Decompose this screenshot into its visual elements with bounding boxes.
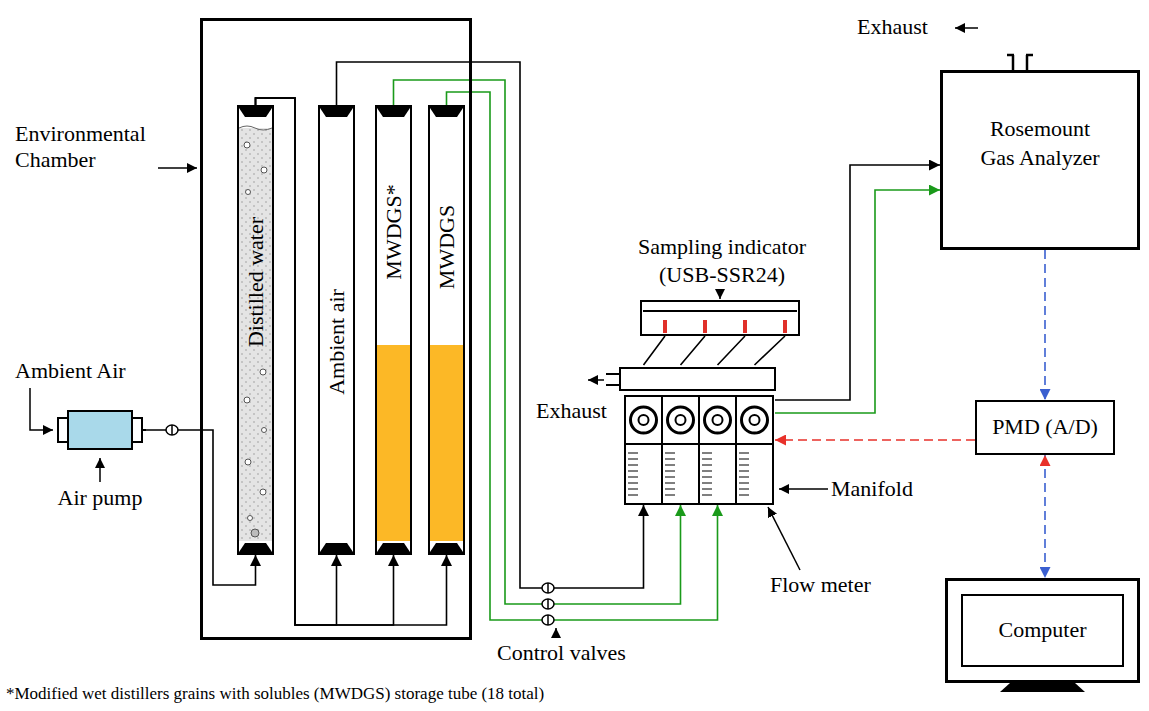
connector — [447, 92, 718, 620]
leader-arrow — [955, 27, 978, 29]
pmd-box: PMD (A/D) — [975, 400, 1115, 455]
node-text: MWDGS — [436, 205, 458, 289]
leader-arrow — [158, 167, 197, 169]
air-pump: Air pump — [55, 405, 146, 455]
valve-symbol — [542, 583, 554, 593]
node-text: Manifold — [831, 476, 913, 502]
node-text: Sampling indicator (USB-SSR24) — [607, 233, 837, 290]
leader-arrow — [30, 388, 53, 430]
connector — [1044, 455, 1046, 578]
node-text: Environmental Chamber — [15, 121, 190, 174]
leader-arrow — [719, 289, 721, 299]
connector — [644, 336, 786, 365]
callout-label: Control valves — [497, 640, 626, 666]
manifold-illustration — [606, 368, 775, 504]
leader-arrow — [555, 628, 557, 638]
grain-fill — [430, 345, 463, 541]
storage-tube: Distilled water — [237, 105, 274, 555]
leader-arrow — [768, 507, 800, 570]
connector — [775, 439, 975, 441]
node-text: Distilled water — [245, 217, 267, 347]
connector — [256, 98, 447, 625]
exhaust-pipe — [1007, 55, 1033, 71]
valve-symbol — [542, 615, 554, 625]
node-text: Computer — [999, 617, 1087, 643]
node-text: MWDGS* — [383, 184, 405, 279]
tube-cap — [237, 105, 465, 555]
leader-arrow — [779, 488, 828, 490]
footnote: *Modified wet distillers grains with sol… — [6, 684, 544, 704]
sampling-indicator: Sampling indicator (USB-SSR24) — [640, 300, 800, 336]
node-text: Ambient air — [326, 289, 348, 395]
inlet-label: Ambient Air — [15, 358, 126, 384]
exhaust-label: Exhaust — [857, 14, 928, 40]
callout-label: Flow meter — [770, 572, 871, 598]
storage-tube: MWDGS* — [375, 105, 412, 555]
indicator-led — [663, 320, 787, 333]
connector — [394, 80, 681, 604]
connector — [256, 98, 394, 625]
water-fill — [239, 126, 272, 541]
grain-fill — [377, 345, 410, 541]
connector — [775, 165, 940, 400]
computer-stand — [1000, 683, 1085, 692]
computer-monitor: Computer — [945, 578, 1140, 683]
flow-meter-scale — [625, 448, 773, 500]
valve-symbol — [166, 425, 178, 435]
connector — [1044, 250, 1046, 400]
storage-tube: Ambient air — [318, 105, 355, 555]
leader-arrow — [588, 379, 604, 381]
storage-tube: MWDGS — [428, 105, 465, 555]
exhaust-label: Exhaust — [536, 398, 607, 424]
manifold: Manifold — [620, 365, 775, 505]
valve-symbol — [542, 599, 554, 609]
air-pump-illustration — [58, 411, 146, 449]
node-text: PMD (A/D) — [992, 414, 1098, 440]
node-text: Rosemount Gas Analyzer — [976, 115, 1104, 172]
node-text: Air pump — [45, 485, 155, 511]
computer-screen — [962, 595, 1123, 666]
gas-analyzer: Rosemount Gas Analyzer — [940, 70, 1140, 250]
indicator-line — [643, 310, 797, 312]
leader-arrow — [99, 458, 101, 482]
environmental-chamber: Environmental ChamberDistilled waterAmbi… — [200, 18, 472, 640]
